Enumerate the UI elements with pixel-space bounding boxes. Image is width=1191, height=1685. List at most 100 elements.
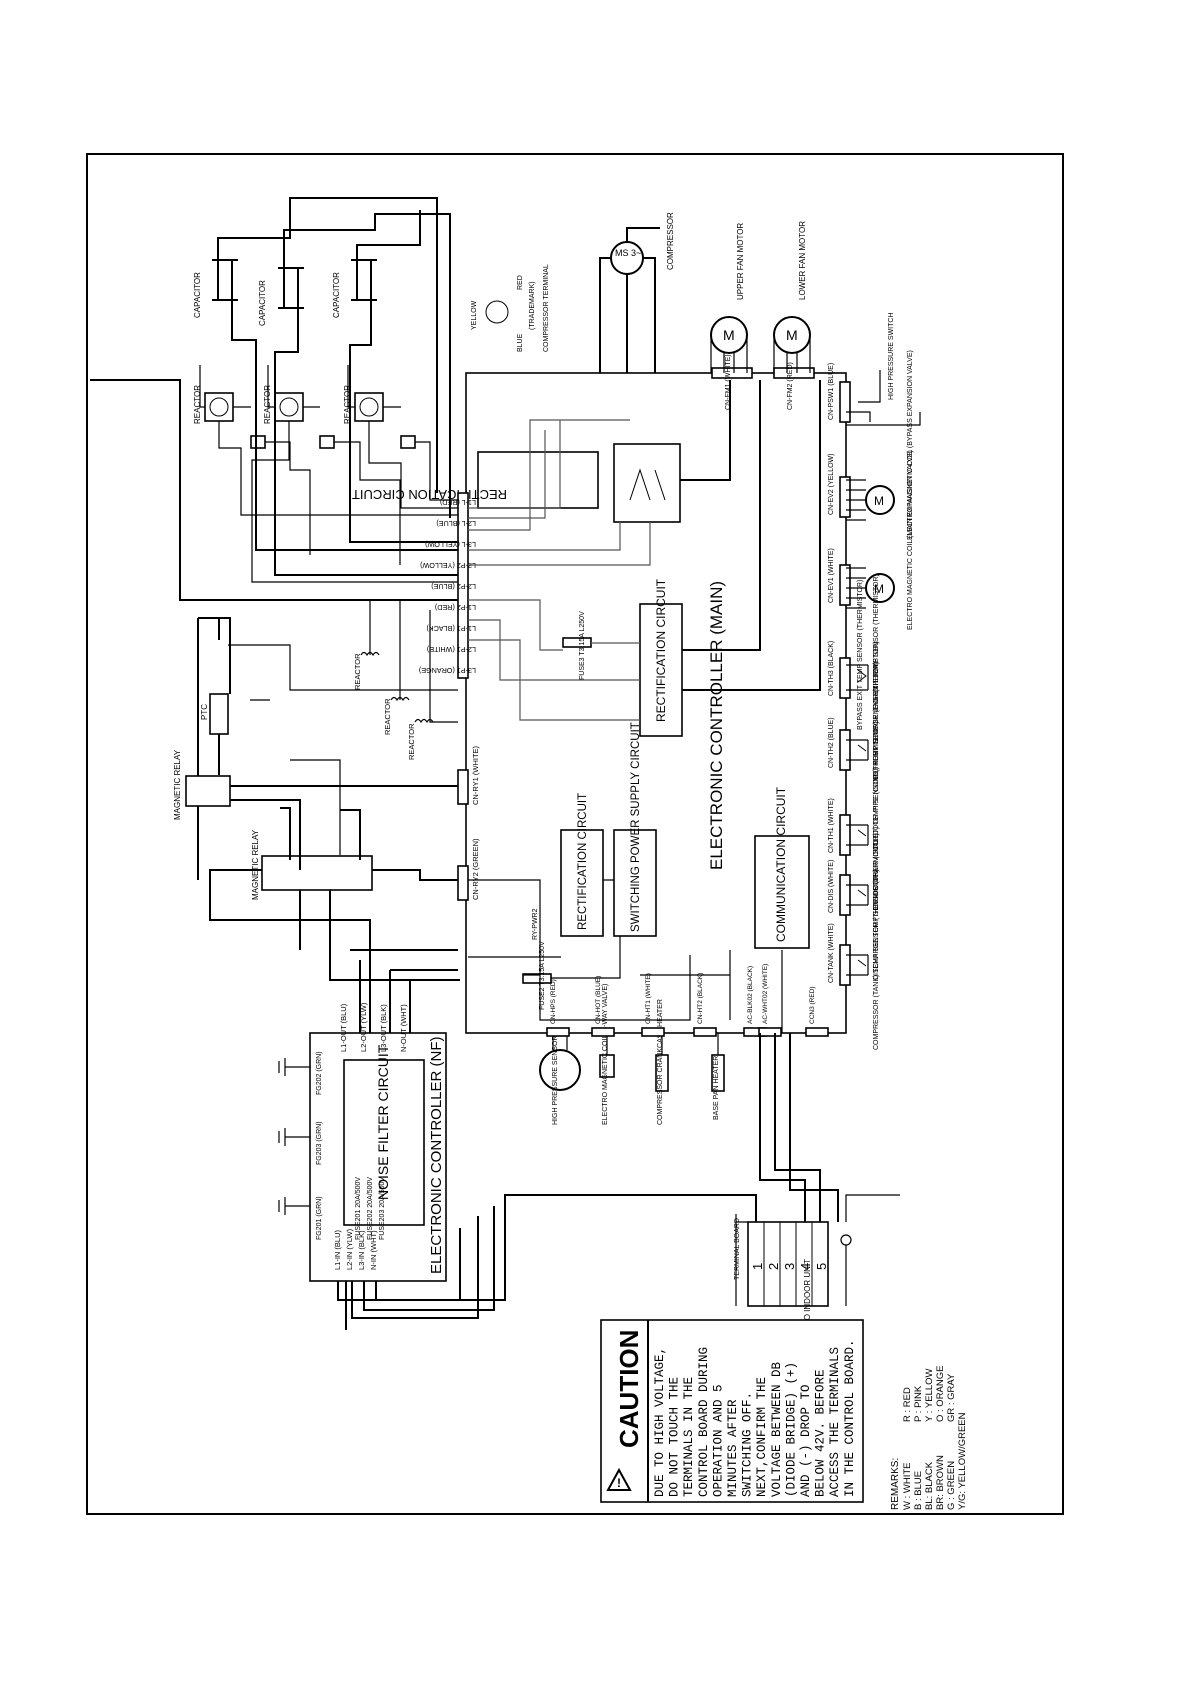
svg-text:REMARKS:: REMARKS: bbox=[890, 1458, 901, 1510]
connector-label-cn_ev1: CN-EV1 (WHITE) bbox=[828, 548, 835, 603]
reactor-group: REACTOR REACTOR REACTOR bbox=[193, 385, 416, 449]
connector-label-ccn3: CCN3 (RED) bbox=[809, 986, 816, 1024]
connector-cn-psw1 bbox=[839, 381, 851, 423]
sensor-outdoor-air: OUTDOOR AIR (OUTLET) TEMP SENSOR (THERMI… bbox=[873, 721, 880, 910]
svg-text:YELLOW: YELLOW bbox=[471, 300, 478, 330]
svg-text:PTC: PTC bbox=[200, 704, 209, 720]
svg-text:L1-IN (BLU): L1-IN (BLU) bbox=[333, 1229, 342, 1270]
svg-text:HIGH PRESSURE SWITCH: HIGH PRESSURE SWITCH bbox=[888, 312, 895, 400]
svg-text:ELECTRO MAGNETIC COIL (MAIN EX: ELECTRO MAGNETIC COIL (MAIN EXPANSION VA… bbox=[907, 450, 914, 630]
remark-left-4: G : GREEN bbox=[946, 1461, 957, 1510]
connector-label-cn_ht1: CN-HT1 (WHITE) bbox=[645, 973, 652, 1024]
svg-text:TERMINAL BOARD: TERMINAL BOARD bbox=[734, 1218, 741, 1280]
svg-text:COMPRESSOR TERMINAL: COMPRESSOR TERMINAL bbox=[543, 264, 550, 352]
connector-ccn3 bbox=[805, 1027, 829, 1037]
sensor-labels: EVA EXIT TEMP SENSOR (THERMISTOR) BYPASS … bbox=[857, 574, 880, 1050]
terminal-label-6: L1-P1 (BLACK) bbox=[426, 624, 476, 633]
caution-line-4: OPERATION AND 5 bbox=[711, 1384, 725, 1497]
right-connectors: CN-FM1 (WHITE)CN-FM2 (RED)CN-PSW1 (BLUE)… bbox=[711, 354, 851, 986]
nf-controller-label: ELECTRONIC CONTROLLER (NF) bbox=[428, 1036, 445, 1274]
ptc-group: PTC bbox=[200, 693, 229, 735]
caution-line-2: TERMINALS IN THE bbox=[682, 1377, 696, 1497]
connector-label-cn_tank: CN-TANK (WHITE) bbox=[828, 923, 835, 983]
switching-power-label: SWITCHING POWER SUPPLY CIRCUIT bbox=[630, 722, 642, 932]
connector-ac-wht bbox=[758, 1027, 782, 1037]
connector-cn-th1 bbox=[839, 814, 851, 856]
svg-text:UPPER FAN MOTOR: UPPER FAN MOTOR bbox=[736, 223, 745, 300]
connector-label-cn_dis: CN-DIS (WHITE) bbox=[828, 860, 835, 913]
caution-title: CAUTION bbox=[614, 1330, 644, 1448]
nf-top-terminals: L1-OUT (BLU) L2-OUT (YLW) L3-OUT (BLK) N… bbox=[339, 1002, 408, 1052]
sensor-discharge: DISCHARGE TEMP SENSOR (THERMISTOR) bbox=[873, 833, 880, 980]
svg-text:FUSE3 T3.15A L250V: FUSE3 T3.15A L250V bbox=[579, 611, 586, 680]
inverter-module bbox=[613, 443, 681, 523]
cn-ry2-connector bbox=[457, 865, 469, 901]
terminal-label-2: L3-L (YELLOW) bbox=[425, 540, 476, 549]
svg-text:CAPACITOR: CAPACITOR bbox=[258, 280, 267, 326]
nf-bottom-terminals: L1-IN (BLU) L2-IN (YLW) L3-IN (BLK) N-IN… bbox=[333, 1228, 378, 1270]
svg-text:FUSE2 T3.15A L250V: FUSE2 T3.15A L250V bbox=[539, 941, 546, 1010]
terminal-label-7: L2-P1 (WHITE) bbox=[427, 645, 476, 654]
svg-text:FUSE203 20A/500V: FUSE203 20A/500V bbox=[379, 1177, 386, 1240]
diagram-frame bbox=[86, 153, 1064, 1515]
svg-text:MAGNETIC RELAY: MAGNETIC RELAY bbox=[251, 829, 260, 900]
connector-cn-ev1 bbox=[839, 564, 851, 606]
ev2-coil: M ELECTRO MAGNETIC COIL (BYPASS EXPANSIO… bbox=[846, 350, 914, 540]
terminal-number-5: 5 bbox=[814, 1263, 829, 1270]
svg-text:!: ! bbox=[617, 1476, 621, 1490]
svg-text:L2-IN (YLW): L2-IN (YLW) bbox=[345, 1228, 354, 1270]
connector-cn-fm2 bbox=[773, 367, 815, 379]
connector-cn-ht2 bbox=[693, 1027, 717, 1037]
inverter-terminal-block bbox=[457, 492, 469, 679]
switching-power-supply bbox=[613, 829, 657, 937]
svg-text:FG201 (GRN): FG201 (GRN) bbox=[316, 1196, 323, 1240]
capacitor-group: CAPACITOR CAPACITOR CAPACITOR bbox=[193, 259, 377, 326]
fuse3 bbox=[562, 637, 592, 648]
caution-line-6: SWITCHING OFF. bbox=[741, 1392, 755, 1497]
rectification-circuit-mid bbox=[639, 603, 683, 737]
svg-text:COMPRESSOR: COMPRESSOR bbox=[666, 212, 675, 270]
svg-text:MAGNETIC RELAY: MAGNETIC RELAY bbox=[173, 749, 182, 820]
connector-cn-th2 bbox=[839, 729, 851, 771]
caution-line-8: VOLTAGE BETWEEN DB bbox=[770, 1361, 784, 1497]
svg-text:(TRADEMARK): (TRADEMARK) bbox=[529, 281, 536, 330]
connector-cn-hot bbox=[591, 1027, 615, 1037]
svg-text:LOWER FAN MOTOR: LOWER FAN MOTOR bbox=[798, 221, 807, 300]
svg-text:ELECTRO MAGNETIC COIL (4-WAY V: ELECTRO MAGNETIC COIL (4-WAY VALVE) bbox=[602, 984, 609, 1125]
terminal-label-1: L2-L (BLUE) bbox=[436, 519, 476, 528]
connector-label-cn_th3: CN-TH3 (BLACK) bbox=[828, 641, 835, 696]
caution-line-10: AND (-) DROP TO bbox=[799, 1384, 813, 1497]
svg-text:CN-RY1 (WHITE): CN-RY1 (WHITE) bbox=[471, 745, 480, 805]
svg-text:CAPACITOR: CAPACITOR bbox=[193, 272, 202, 318]
svg-text:REACTOR: REACTOR bbox=[353, 653, 362, 690]
rectification-circuit-top bbox=[477, 451, 599, 509]
terminal-labels: L1-L (RED)L2-L (BLUE)L3-L (YELLOW)L3-P2 … bbox=[419, 498, 476, 675]
caution-line-5: MINUTES AFTER bbox=[726, 1399, 740, 1497]
remark-left-1: B : BLUE bbox=[913, 1471, 924, 1510]
communication-label: COMMUNICATION CIRCUIT bbox=[774, 786, 788, 942]
caution-box: ! CAUTION DUE TO HIGH VOLTAGE,DO NOT TOU… bbox=[600, 1319, 864, 1503]
connector-label-cn_fm2: CN-FM2 (RED) bbox=[787, 362, 794, 410]
connector-cn-th3 bbox=[839, 657, 851, 699]
svg-text:M: M bbox=[874, 582, 884, 596]
noise-filter-label: NOISE FILTER CIRCUIT bbox=[375, 1044, 391, 1200]
upper-fan-motor: M UPPER FAN MOTOR bbox=[710, 223, 748, 373]
connector-cn-dis bbox=[839, 874, 851, 916]
caution-line-1: DO NOT TOUCH THE bbox=[668, 1377, 682, 1497]
terminal-number-1: 1 bbox=[750, 1263, 765, 1270]
rectification-circuit-low bbox=[560, 829, 604, 937]
fg-labels: FG202 (GRN) FG203 (GRN) FG201 (GRN) bbox=[316, 1051, 323, 1240]
svg-text:M: M bbox=[723, 327, 735, 343]
svg-text:REACTOR: REACTOR bbox=[193, 385, 202, 424]
svg-text:N-OUT (WHT): N-OUT (WHT) bbox=[399, 1004, 408, 1052]
svg-text:CN-RY2 (GREEN): CN-RY2 (GREEN) bbox=[471, 838, 480, 900]
compressor: MS 3~ COMPRESSOR bbox=[599, 212, 675, 373]
svg-text:FG203 (GRN): FG203 (GRN) bbox=[316, 1121, 323, 1165]
remark-right-3: O : ORANGE bbox=[935, 1366, 946, 1422]
svg-text:N-IN (WHT): N-IN (WHT) bbox=[369, 1230, 378, 1270]
caution-line-0: DUE TO HIGH VOLTAGE, bbox=[653, 1347, 667, 1497]
sensor-eva-exit: EVA EXIT TEMP SENSOR (THERMISTOR) bbox=[873, 574, 880, 710]
sensor-bypass-exit: BYPASS EXIT TEMP SENSOR (THERMISTOR) bbox=[857, 580, 864, 730]
